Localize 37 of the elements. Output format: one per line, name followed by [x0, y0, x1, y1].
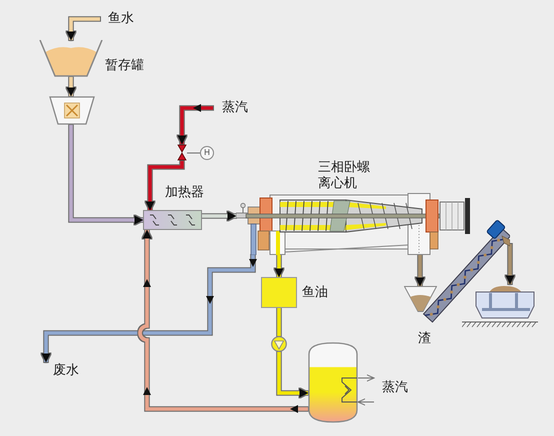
arrow: [358, 374, 374, 382]
pipe-arrow: [66, 17, 100, 40]
storage-tank: [308, 342, 358, 423]
connector-line: [187, 152, 200, 154]
stream-label: 废水: [39, 362, 85, 379]
stream-label: 蒸汽: [213, 99, 257, 117]
pipe-arrow: [202, 212, 236, 220]
direction-arrow: [143, 387, 151, 395]
pipe-arrow: [138, 230, 308, 411]
equipment-label: 加热器: [165, 184, 205, 202]
stream-label: 鱼水: [100, 10, 144, 28]
pipe-arrow: [42, 255, 255, 362]
pipe-arrow: [416, 255, 424, 286]
pipe-arrow: [146, 161, 184, 210]
direction-arrow: [249, 259, 257, 267]
stream-label: 蒸汽: [374, 370, 416, 406]
pipe-arrow: [277, 352, 308, 398]
valve-symbol: [177, 144, 187, 161]
direction-arrow: [143, 279, 151, 287]
pipe-arrow: [274, 255, 284, 278]
direction-arrow: [290, 405, 298, 413]
equipment-label: 三相卧螺离心机: [318, 159, 371, 192]
equipment-label: 暂存罐: [105, 57, 145, 75]
pipe: [277, 308, 281, 336]
direction-arrow: [193, 104, 201, 112]
equipment-label: 渣: [418, 330, 432, 348]
arrow: [358, 398, 374, 406]
instrument-bubble: H: [200, 146, 214, 160]
pipe-arrow: [178, 106, 213, 144]
skip-bin: [462, 284, 538, 328]
pipe-arrow: [66, 77, 76, 96]
pipe-arrow: [69, 125, 144, 224]
direction-arrow: [206, 296, 214, 304]
crusher-symbol: [49, 96, 95, 125]
equipment-label: 鱼油: [302, 284, 329, 302]
pipe-arrow: [506, 244, 514, 284]
pump-symbol: [271, 336, 287, 352]
